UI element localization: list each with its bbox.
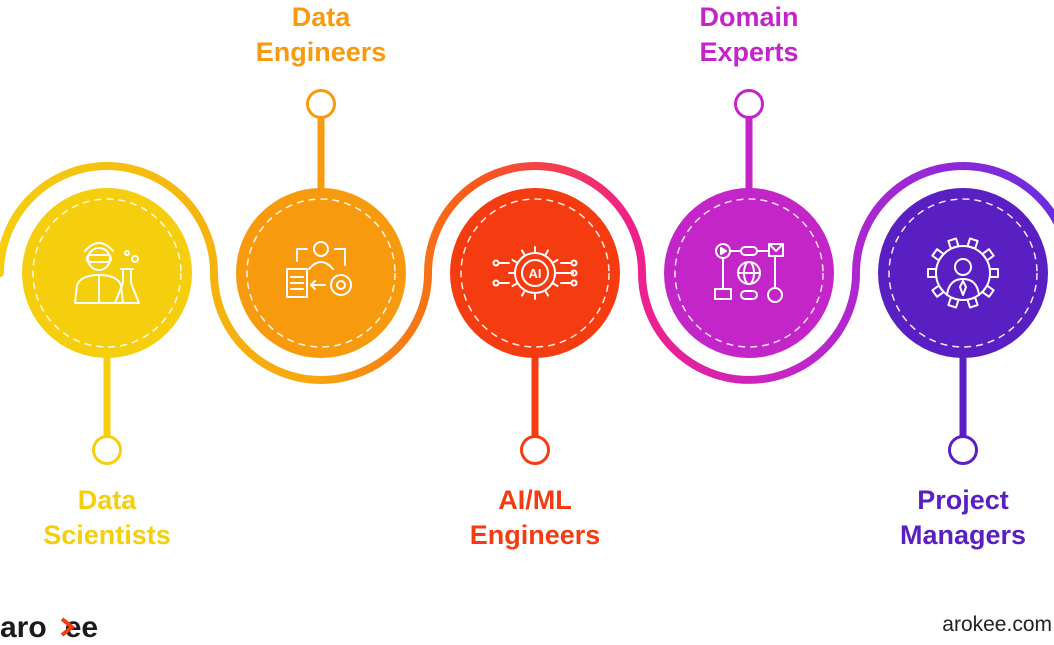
role-label-line1: AI/ML — [498, 485, 572, 515]
connector-dot — [734, 89, 764, 119]
connector-dot — [948, 435, 978, 465]
role-node-data-scientists — [22, 188, 192, 465]
network-globe-icon — [714, 243, 784, 303]
role-label-line1: Data — [77, 485, 137, 515]
ai-gear-icon: AI — [492, 246, 578, 300]
role-label-line2: Engineers — [255, 37, 387, 67]
dashed-ring — [460, 198, 610, 348]
role-circle — [22, 188, 192, 358]
manager-gear-icon — [927, 237, 999, 309]
dashed-ring — [674, 198, 824, 348]
role-circle — [450, 188, 620, 358]
role-node-domain-experts — [664, 89, 834, 358]
role-label-line1: Domain — [699, 2, 799, 32]
role-circle — [878, 188, 1048, 358]
connecting-wave — [0, 162, 1054, 384]
role-label-line1: Data — [291, 2, 351, 32]
scientist-icon — [74, 242, 140, 304]
ai-icon-text: AI — [529, 266, 542, 281]
role-label-line1: Project — [917, 485, 1009, 515]
connector-dot — [92, 435, 122, 465]
role-node-aiml-engineers: AI — [450, 188, 620, 465]
dashed-ring — [888, 198, 1038, 348]
dashed-ring — [32, 198, 182, 348]
data-workflow-icon — [286, 241, 352, 298]
role-label-line2: Engineers — [469, 520, 601, 550]
connector-dot — [306, 89, 336, 119]
role-label-line2: Scientists — [43, 520, 171, 550]
dashed-ring — [246, 198, 396, 348]
site-url: arokee.com — [942, 613, 1052, 636]
role-circle — [236, 188, 406, 358]
role-node-data-engineers — [236, 89, 406, 358]
role-label-aiml-engineers: AI/ML Engineers — [415, 483, 655, 553]
role-label-line2: Experts — [699, 37, 799, 67]
role-label-line2: Managers — [899, 520, 1027, 550]
role-node-project-managers — [878, 188, 1048, 465]
connector-dot — [520, 435, 550, 465]
